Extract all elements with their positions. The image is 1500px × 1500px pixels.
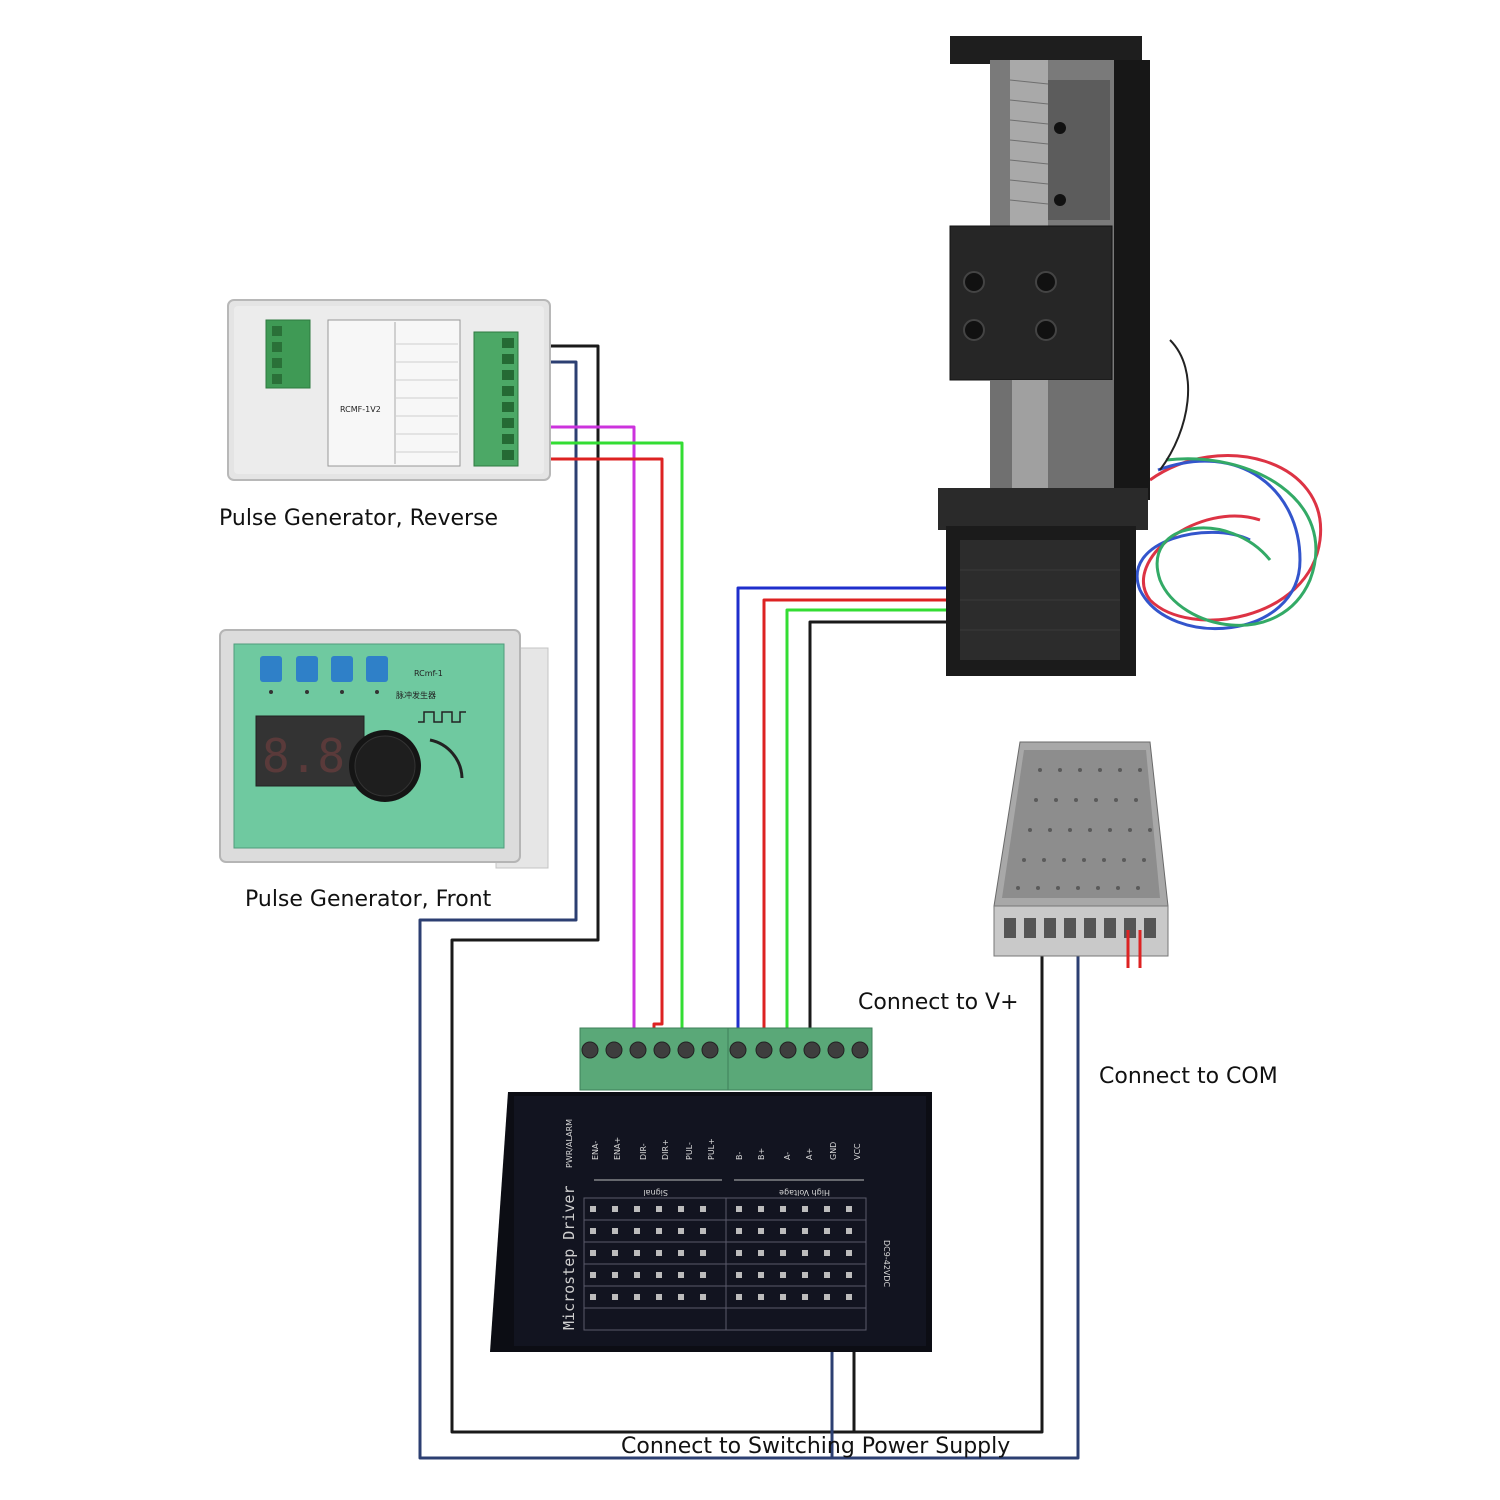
front-button-4 bbox=[366, 656, 388, 682]
knob-arc bbox=[429, 738, 464, 779]
wire-green-signal bbox=[515, 441, 684, 1048]
microstep-driver: PWR/ALARM ENA- ENA+ DIR- DIR+ PUL- PUL+ … bbox=[490, 1027, 932, 1352]
driver-terminal-block-left bbox=[579, 1027, 729, 1091]
wire-black-psu bbox=[450, 344, 1044, 1434]
wire-magenta-signal bbox=[515, 425, 636, 1048]
front-buttons bbox=[260, 656, 388, 694]
reverse-model-label: RCMF-1V2 bbox=[340, 405, 381, 414]
driver-term-dir-plus: DIR+ bbox=[661, 1139, 670, 1160]
driver-term-vcc: VCC bbox=[853, 1143, 862, 1160]
front-button-1 bbox=[260, 656, 282, 682]
motor-cable-black bbox=[1159, 339, 1190, 471]
wire-motor-green bbox=[785, 608, 946, 1048]
driver-name-label: Microstep Driver bbox=[560, 1186, 578, 1331]
led-display bbox=[255, 715, 365, 787]
label-connect-vplus: Connect to V+ bbox=[858, 990, 1019, 1015]
pulse-generator-front: RCmf-1 脉冲发生器 8.8.8. bbox=[219, 629, 549, 869]
stepper-motor bbox=[938, 488, 1148, 530]
wire-motor-black bbox=[808, 620, 946, 1048]
driver-term-pul-minus: PUL- bbox=[685, 1142, 694, 1160]
pulse-generator-reverse: RCMF-1V2 bbox=[227, 299, 551, 481]
driver-term-a-minus: A- bbox=[783, 1152, 792, 1160]
driver-term-b-minus: B- bbox=[735, 1152, 744, 1160]
reverse-right-terminal bbox=[473, 331, 519, 467]
driver-hv-label: High Voltage bbox=[779, 1188, 830, 1197]
label-pulse-reverse: Pulse Generator, Reverse bbox=[219, 506, 498, 531]
switching-power-supply bbox=[993, 741, 1169, 968]
psu-mesh bbox=[1016, 768, 1152, 890]
linear-stage bbox=[938, 36, 1150, 676]
driver-term-a-plus: A+ bbox=[805, 1148, 814, 1160]
front-button-3 bbox=[331, 656, 353, 682]
driver-term-ena-plus: ENA+ bbox=[613, 1137, 622, 1160]
driver-term-pul-plus: PUL+ bbox=[707, 1138, 716, 1160]
reverse-label-sticker bbox=[327, 319, 461, 467]
square-wave-icon bbox=[418, 711, 466, 723]
driver-alarm-label: PWR/ALARM bbox=[565, 1119, 574, 1168]
driver-signal-label: Signal bbox=[643, 1188, 668, 1197]
driver-voltage-label: DC9-42VDC bbox=[882, 1240, 891, 1288]
label-connect-com: Connect to COM bbox=[1099, 1064, 1278, 1089]
wire-motor-blue bbox=[736, 586, 946, 1048]
driver-term-dir-minus: DIR- bbox=[639, 1143, 648, 1160]
driver-term-ena-minus: ENA- bbox=[591, 1141, 600, 1160]
carriage bbox=[949, 225, 1113, 381]
front-button-2 bbox=[296, 656, 318, 682]
driver-dip-dots bbox=[590, 1206, 852, 1300]
driver-term-b-plus: B+ bbox=[757, 1148, 766, 1160]
psu-terminal-strip bbox=[993, 905, 1169, 957]
driver-terminal-labels: ENA- ENA+ DIR- DIR+ PUL- PUL+ B- B+ A- A… bbox=[591, 1137, 862, 1160]
label-pulse-front: Pulse Generator, Front bbox=[245, 887, 492, 912]
wire-motor-red bbox=[762, 598, 946, 1048]
label-connect-psu: Connect to Switching Power Supply bbox=[621, 1434, 1010, 1459]
wire-navy-psu bbox=[418, 360, 1080, 1460]
front-model-label: RCmf-1 bbox=[414, 669, 443, 678]
driver-term-gnd: GND bbox=[829, 1142, 838, 1160]
driver-terminal-block-right bbox=[727, 1027, 873, 1091]
motor-cable-green bbox=[1155, 457, 1318, 627]
driver-dip-table bbox=[583, 1197, 867, 1331]
front-subtitle-label: 脉冲发生器 bbox=[396, 690, 436, 700]
